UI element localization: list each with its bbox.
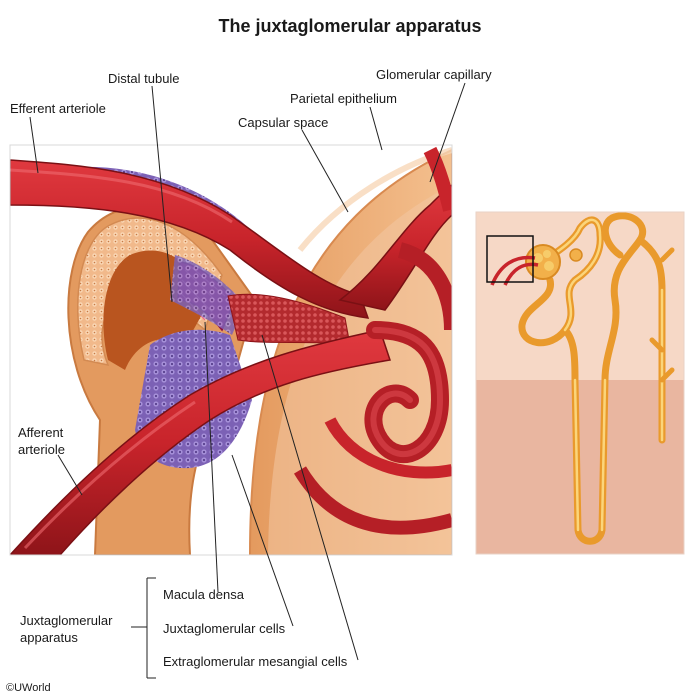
label-parietal-epithelium: Parietal epithelium <box>290 90 397 107</box>
label-glomerular-capillary: Glomerular capillary <box>376 66 492 83</box>
label-juxtaglomerular-cells: Juxtaglomerular cells <box>163 620 285 637</box>
label-distal-tubule: Distal tubule <box>108 70 180 87</box>
label-jga-1: Juxtaglomerular <box>20 612 113 629</box>
label-macula-densa: Macula densa <box>163 586 244 603</box>
label-efferent-arteriole: Efferent arteriole <box>10 100 106 117</box>
main-illustration <box>10 145 452 555</box>
label-extraglomerular-mesangial-cells: Extraglomerular mesangial cells <box>163 653 347 670</box>
nephron-inset <box>476 207 684 554</box>
copyright-text: ©UWorld <box>6 682 51 694</box>
label-jga-2: apparatus <box>20 629 78 646</box>
label-capsular-space: Capsular space <box>238 114 328 131</box>
label-afferent-arteriole-2: arteriole <box>18 441 65 458</box>
label-afferent-arteriole-1: Afferent <box>18 424 63 441</box>
glomerulus <box>526 245 560 279</box>
